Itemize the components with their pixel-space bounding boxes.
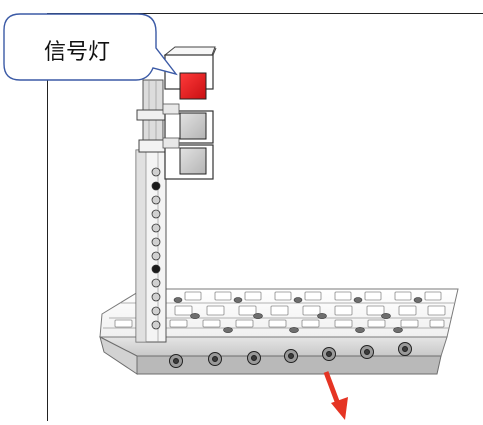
plate-slot-grid xyxy=(114,291,446,328)
beam-holes xyxy=(151,167,161,330)
direction-arrow xyxy=(323,371,348,420)
callout-bubble xyxy=(3,13,178,81)
callout-label: 信号灯 xyxy=(43,40,110,65)
red-lamp xyxy=(179,72,207,100)
upper-post xyxy=(136,79,168,153)
middle-lamp xyxy=(179,112,207,140)
plate-front-pins xyxy=(169,342,412,368)
vertical-beam xyxy=(135,149,167,343)
plate-holes xyxy=(156,297,423,333)
bottom-lamp xyxy=(179,147,207,175)
